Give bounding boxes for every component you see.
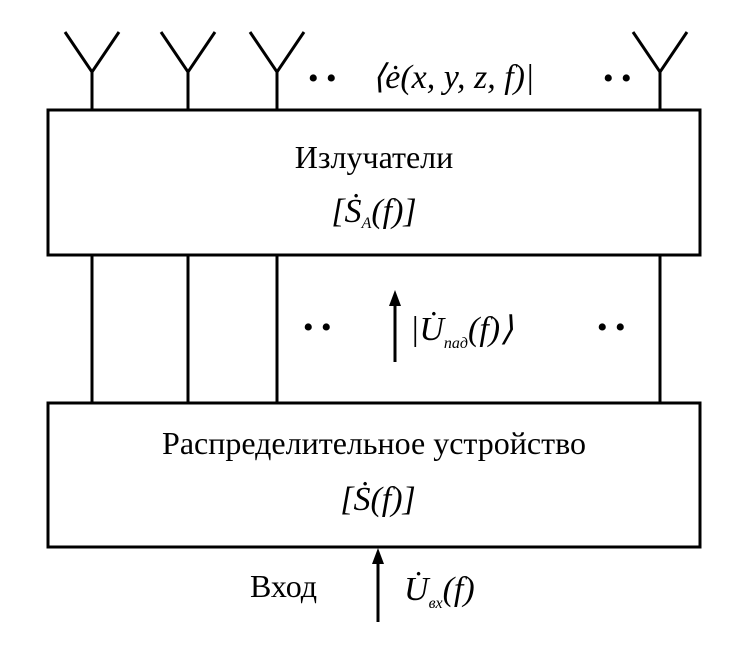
antenna-icon [159,31,217,110]
ellipsis-top-left: • • [308,62,337,95]
antenna-icon [63,31,121,110]
field-vector-label: ⟨ė(x, y, z, f)| [372,59,534,96]
incident-wave-arrow-icon [389,290,401,362]
input-label: Вход [250,568,317,604]
ellipsis-top-right: • • [603,62,632,95]
emitters-title: Излучатели [295,139,453,175]
antenna-icon [248,31,306,110]
emitters-block [46,108,702,257]
incident-voltage-label: |U̇пад(f)⟩ [410,311,513,352]
input-arrow-icon [372,548,384,622]
distributor-title: Распределительное устройство [162,425,586,461]
emitters-matrix: [ṠA(f)] [331,193,416,232]
antenna-icon [631,31,689,110]
distributor-matrix: [Ṡ(f)] [340,481,416,518]
ellipsis-middle-right: • • [597,311,626,344]
ellipsis-middle-left: • • [303,311,332,344]
feed-lines [90,255,662,403]
distributor-block [46,401,702,549]
input-voltage-label: U̇вх(f) [404,571,475,612]
antenna-icons [63,31,689,110]
